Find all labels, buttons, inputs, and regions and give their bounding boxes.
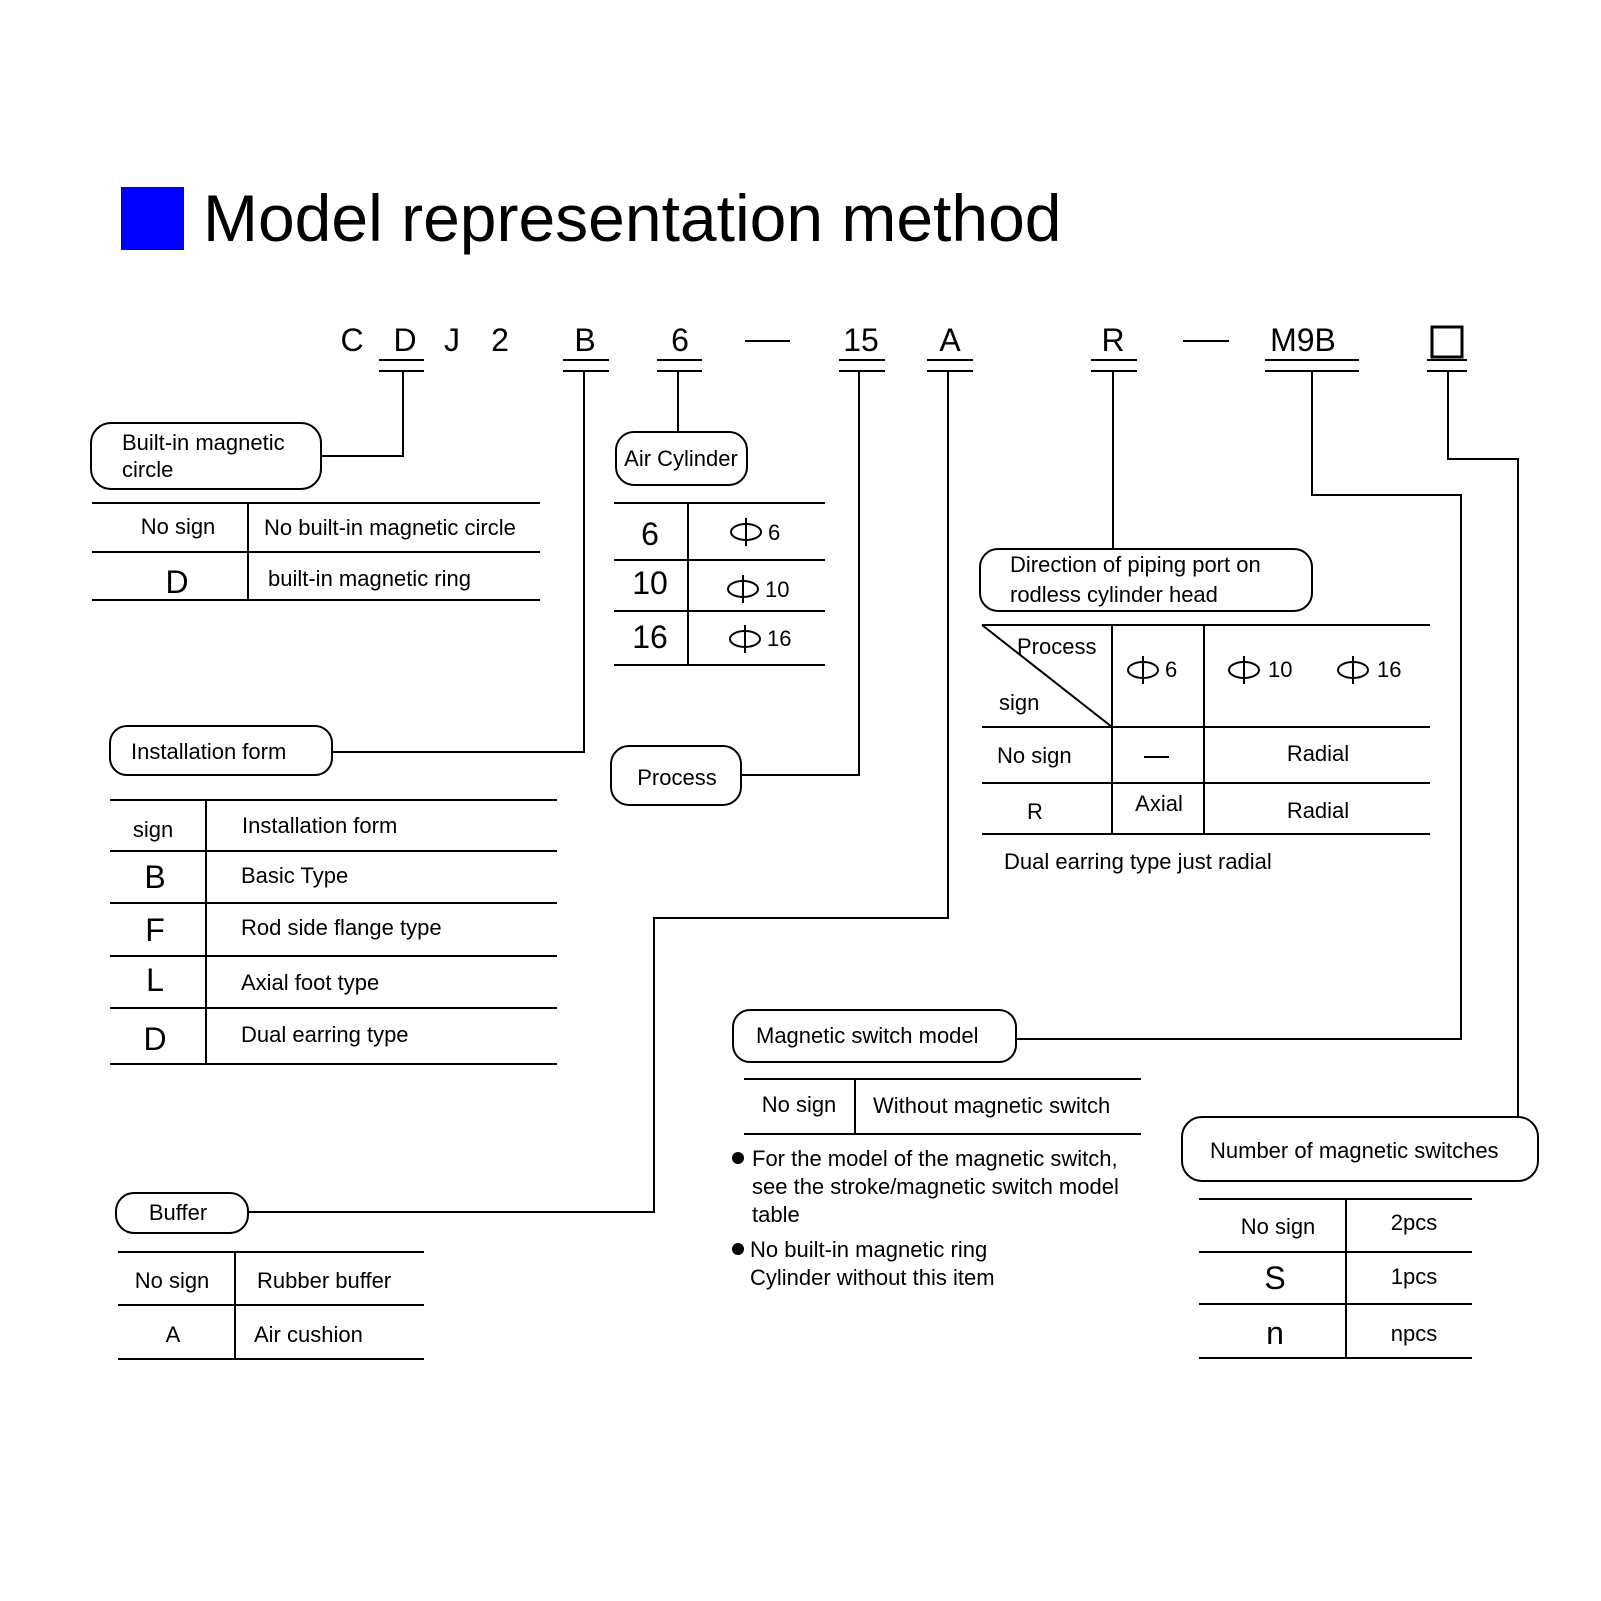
magnetic-switch-sign: No sign (761, 1092, 837, 1117)
magnetic-switch-note-line: No built-in magnetic ring (750, 1237, 988, 1262)
magnetic-circle-sign: No sign (140, 514, 216, 539)
installation-desc: Rod side flange type (241, 915, 442, 940)
installation-label: Installation form (131, 739, 287, 764)
magnetic-switch-note-line: Cylinder without this item (750, 1265, 995, 1290)
magnetic-circle-sign: D (165, 564, 189, 600)
switch-count-label: Number of magnetic switches (1210, 1138, 1499, 1163)
piping-col-6: 6 (1165, 657, 1178, 682)
code-char-a: A (939, 322, 961, 358)
piping-header-sign: sign (999, 690, 1040, 715)
air-cylinder-size: 6 (641, 516, 659, 552)
code-char-2: 2 (491, 322, 509, 358)
piping-row-value: Radial (1286, 798, 1350, 823)
magnetic-circle-desc: built-in magnetic ring (268, 566, 471, 591)
installation-header-desc: Installation form (242, 813, 398, 838)
switch-count-sign: No sign (1240, 1214, 1316, 1239)
installation-sign: L (146, 962, 164, 998)
blank-square-icon (1430, 325, 1464, 359)
air-cylinder-bore: 6 (768, 520, 781, 545)
switch-count-desc: npcs (1390, 1321, 1438, 1346)
installation-header-sign: sign (132, 817, 174, 842)
piping-row-sign: R (1027, 799, 1043, 824)
magnetic-switch-note-line: For the model of the magnetic switch, (752, 1146, 1118, 1171)
code-char-d: D (393, 322, 417, 358)
piping-row-value: Radial (1286, 741, 1350, 766)
switch-count-sign: n (1266, 1315, 1284, 1351)
switch-count-desc: 1pcs (1390, 1264, 1438, 1289)
phi-symbols (727, 518, 1369, 684)
page-title: Model representation method (203, 181, 1062, 255)
air-cylinder-label: Air Cylinder (624, 446, 738, 471)
installation-desc: Basic Type (241, 863, 349, 888)
air-cylinder-bore: 16 (767, 626, 792, 651)
air-cylinder-size: 16 (632, 619, 668, 655)
piping-row-sign: No sign (997, 743, 1072, 768)
magnetic-switch-label: Magnetic switch model (756, 1023, 979, 1048)
magnetic-switch-note-line: table (752, 1202, 800, 1227)
piping-header-process: Process (1017, 634, 1097, 659)
bullet-icon (732, 1152, 744, 1164)
piping-label: Direction of piping port on rodless cyli… (1010, 552, 1261, 607)
code-char-6: 6 (671, 322, 689, 358)
code-char-j: J (444, 322, 460, 358)
bullet-icon (732, 1243, 744, 1255)
magnetic-switch-note-line: see the stroke/magnetic switch model (752, 1174, 1119, 1199)
magnetic-circle-label: Built-in magnetic circle (122, 430, 285, 482)
process-label: Process (637, 765, 717, 790)
installation-desc: Dual earring type (241, 1022, 409, 1047)
air-cylinder-bore: 10 (765, 577, 790, 602)
installation-sign: D (143, 1021, 167, 1057)
piping-note: Dual earring type just radial (1004, 849, 1272, 874)
code-char-m9b: M9B (1270, 322, 1336, 358)
buffer-sign: A (165, 1322, 181, 1347)
magnetic-switch-desc: Without magnetic switch (873, 1093, 1111, 1118)
switch-count-desc: 2pcs (1390, 1210, 1438, 1235)
code-char-b: B (574, 322, 596, 358)
buffer-sign: No sign (134, 1268, 210, 1293)
code-char-15: 15 (843, 322, 879, 358)
air-cylinder-size: 10 (632, 565, 668, 601)
piping-col-10: 10 (1268, 657, 1293, 682)
magnetic-circle-desc: No built-in magnetic circle (264, 515, 516, 540)
installation-desc: Axial foot type (241, 970, 380, 995)
piping-row-value: Axial (1135, 791, 1183, 816)
piping-col-16: 16 (1377, 657, 1402, 682)
code-char-c: C (340, 322, 364, 358)
title-square-icon (121, 187, 184, 250)
code-char-r: R (1101, 322, 1125, 358)
buffer-desc: Rubber buffer (257, 1268, 392, 1293)
installation-sign: B (144, 859, 166, 895)
switch-count-sign: S (1264, 1260, 1286, 1296)
buffer-label: Buffer (148, 1200, 208, 1225)
installation-sign: F (145, 912, 165, 948)
buffer-desc: Air cushion (254, 1322, 363, 1347)
